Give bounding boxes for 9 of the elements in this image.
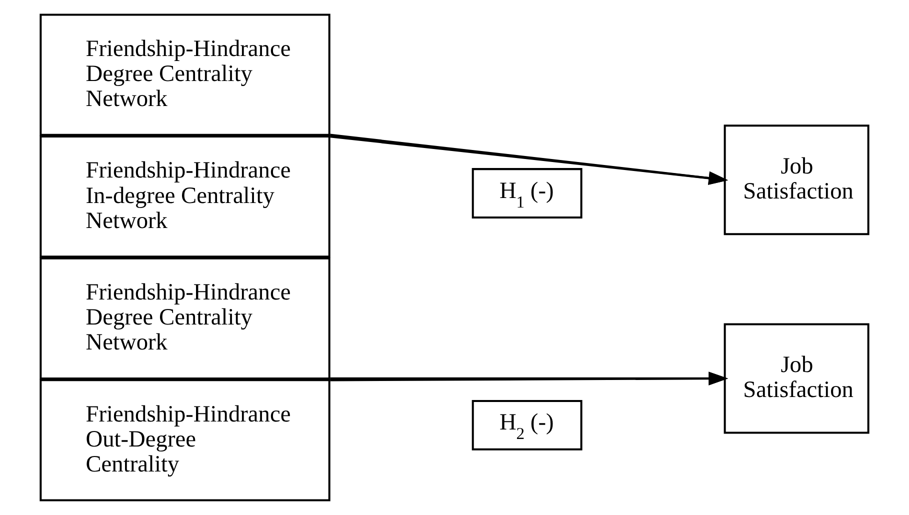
node-box: Friendship-Hindrance Degree Centrality Network	[40, 14, 330, 136]
node-box: H$_{2}$ (-)	[472, 400, 582, 450]
node-box: H$_{1}$ (-)	[472, 168, 582, 218]
node-box: Friendship-Hindrance In-degree Centrality Network	[40, 136, 330, 258]
node-box: Job Satisfaction	[724, 323, 870, 434]
arrow	[330, 372, 728, 386]
node-box: Friendship-Hindrance Degree Centrality Network	[40, 257, 330, 380]
node-box: Job Satisfaction	[724, 124, 870, 236]
node-box: Friendship-Hindrance Out-Degree Centrality	[40, 379, 330, 502]
